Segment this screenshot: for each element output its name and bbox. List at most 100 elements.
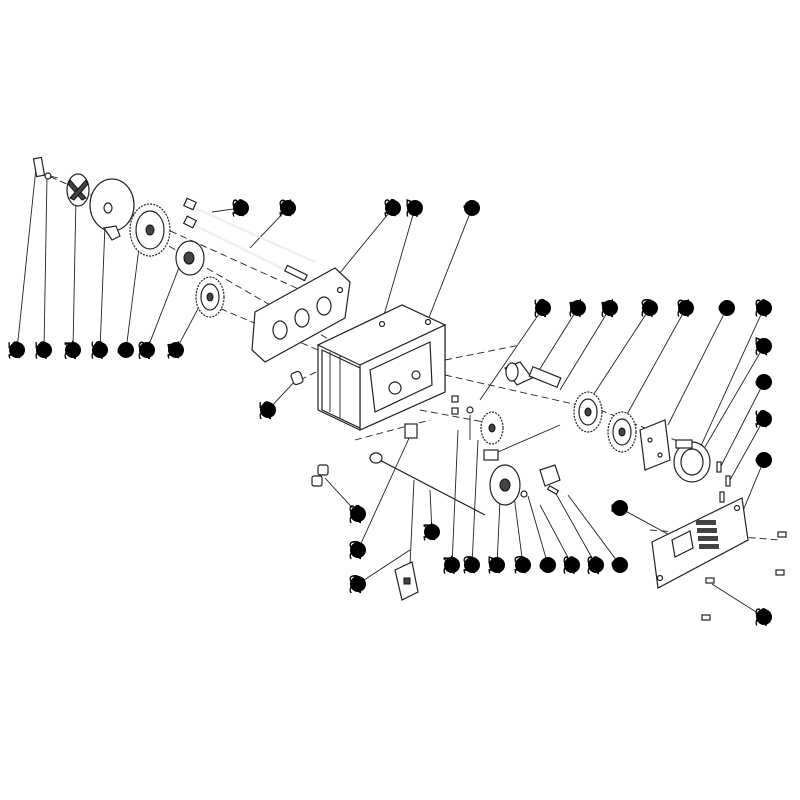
callout-number: 10 [511, 555, 530, 575]
part-25-bushing [290, 370, 304, 386]
leader-c7 [626, 511, 676, 539]
part-36-washer [89, 178, 135, 241]
callout-circle [9, 342, 25, 358]
callout-circle [36, 342, 52, 358]
part-20-connector [404, 423, 418, 439]
leader-c34 [451, 429, 459, 558]
callout-c2: 2 [536, 557, 556, 573]
callout-c37: 37 [403, 198, 423, 218]
part-4-housing [316, 304, 447, 431]
leader-c29 [364, 549, 411, 580]
callout-circle [424, 524, 440, 540]
leader-c30 [589, 314, 647, 401]
callout-number: 33 [752, 298, 771, 318]
callout-number: 3 [114, 345, 133, 355]
part-15-key [32, 156, 46, 178]
callout-circle [464, 200, 480, 216]
leader-c35 [43, 175, 48, 343]
callout-number: 27 [752, 336, 771, 356]
callout-circle [233, 200, 249, 216]
callout-c13: 13 [229, 198, 249, 218]
callout-number: 20 [346, 540, 365, 560]
callout-number: 31 [566, 298, 585, 318]
part-10-microswitch [483, 424, 561, 461]
part-32-gear [607, 411, 637, 453]
leader-c33c [711, 583, 758, 614]
callout-c12: 12 [276, 198, 296, 218]
callout-number: 17 [485, 555, 504, 575]
callout-circle [260, 402, 276, 418]
part-9-cover-plate [651, 497, 749, 589]
callout-circle [570, 300, 586, 316]
part-21-shaft [528, 365, 562, 389]
leader-c8 [667, 314, 724, 426]
leader-c33a [699, 315, 762, 449]
part-24-fan [66, 173, 90, 207]
callout-circle [756, 338, 772, 354]
callout-c33a: 33 [752, 298, 772, 318]
callout-c19: 19 [460, 555, 480, 575]
leader-c20 [360, 435, 411, 543]
callout-c8: 8 [715, 300, 735, 316]
callout-circle [464, 557, 480, 573]
callout-c27: 27 [752, 336, 772, 356]
part-17-cam-disk [489, 464, 521, 506]
callout-number: 9 [752, 455, 771, 465]
leader-c31 [537, 314, 575, 373]
callout-circle [489, 557, 505, 573]
callout-circle [280, 200, 296, 216]
callout-c36: 36 [88, 340, 108, 360]
callout-number: 37 [403, 198, 422, 218]
callout-c29: 29 [346, 574, 366, 594]
leader-c36 [99, 224, 106, 343]
callout-number: 28 [346, 504, 365, 524]
part-13-rod [183, 197, 316, 263]
callout-number: 36 [88, 340, 107, 360]
callout-circle [564, 557, 580, 573]
callout-circle [756, 609, 772, 625]
part-8-bracket [639, 419, 671, 471]
leader-c13 [211, 208, 234, 213]
callout-c22: 22 [135, 340, 155, 360]
callout-c30: 30 [638, 298, 658, 318]
callout-c17: 17 [485, 555, 505, 575]
callout-circle [756, 411, 772, 427]
callout-c35: 35 [32, 340, 52, 360]
part-22-cam [175, 240, 205, 276]
callout-circle [756, 374, 772, 390]
callout-number: 1 [752, 377, 771, 387]
leader-c3 [126, 239, 141, 343]
callout-circle [407, 200, 423, 216]
callout-number: 7 [608, 503, 627, 513]
callout-c24: 24 [61, 340, 81, 360]
leader-c6 [567, 494, 616, 559]
callout-number: 4 [460, 203, 479, 213]
callout-c18: 18 [381, 198, 401, 218]
leader-c2 [527, 495, 547, 558]
leader-c21 [559, 314, 607, 391]
part-27-motor [673, 439, 711, 483]
part-35-screw [44, 172, 59, 180]
callout-c11: 11 [164, 340, 184, 360]
callout-number: 26 [531, 298, 550, 318]
callout-number: 29 [346, 574, 365, 594]
leader-c15 [17, 167, 37, 343]
part-31-coupler [504, 361, 533, 386]
part-14-rod [369, 452, 486, 516]
callout-c23: 23 [584, 555, 604, 575]
leader-c12 [249, 213, 283, 249]
leader-c24 [72, 195, 77, 343]
callout-circle [642, 300, 658, 316]
callout-number: 19 [460, 555, 479, 575]
part-33-screws [701, 531, 787, 621]
leader-c4 [427, 215, 470, 321]
callout-c4: 4 [460, 200, 480, 216]
callout-number: 2 [536, 560, 555, 570]
callout-circle [92, 342, 108, 358]
leader-c27 [704, 352, 761, 448]
callout-circle [535, 300, 551, 316]
callout-c33b: 33 [560, 555, 580, 575]
callout-circle [602, 300, 618, 316]
